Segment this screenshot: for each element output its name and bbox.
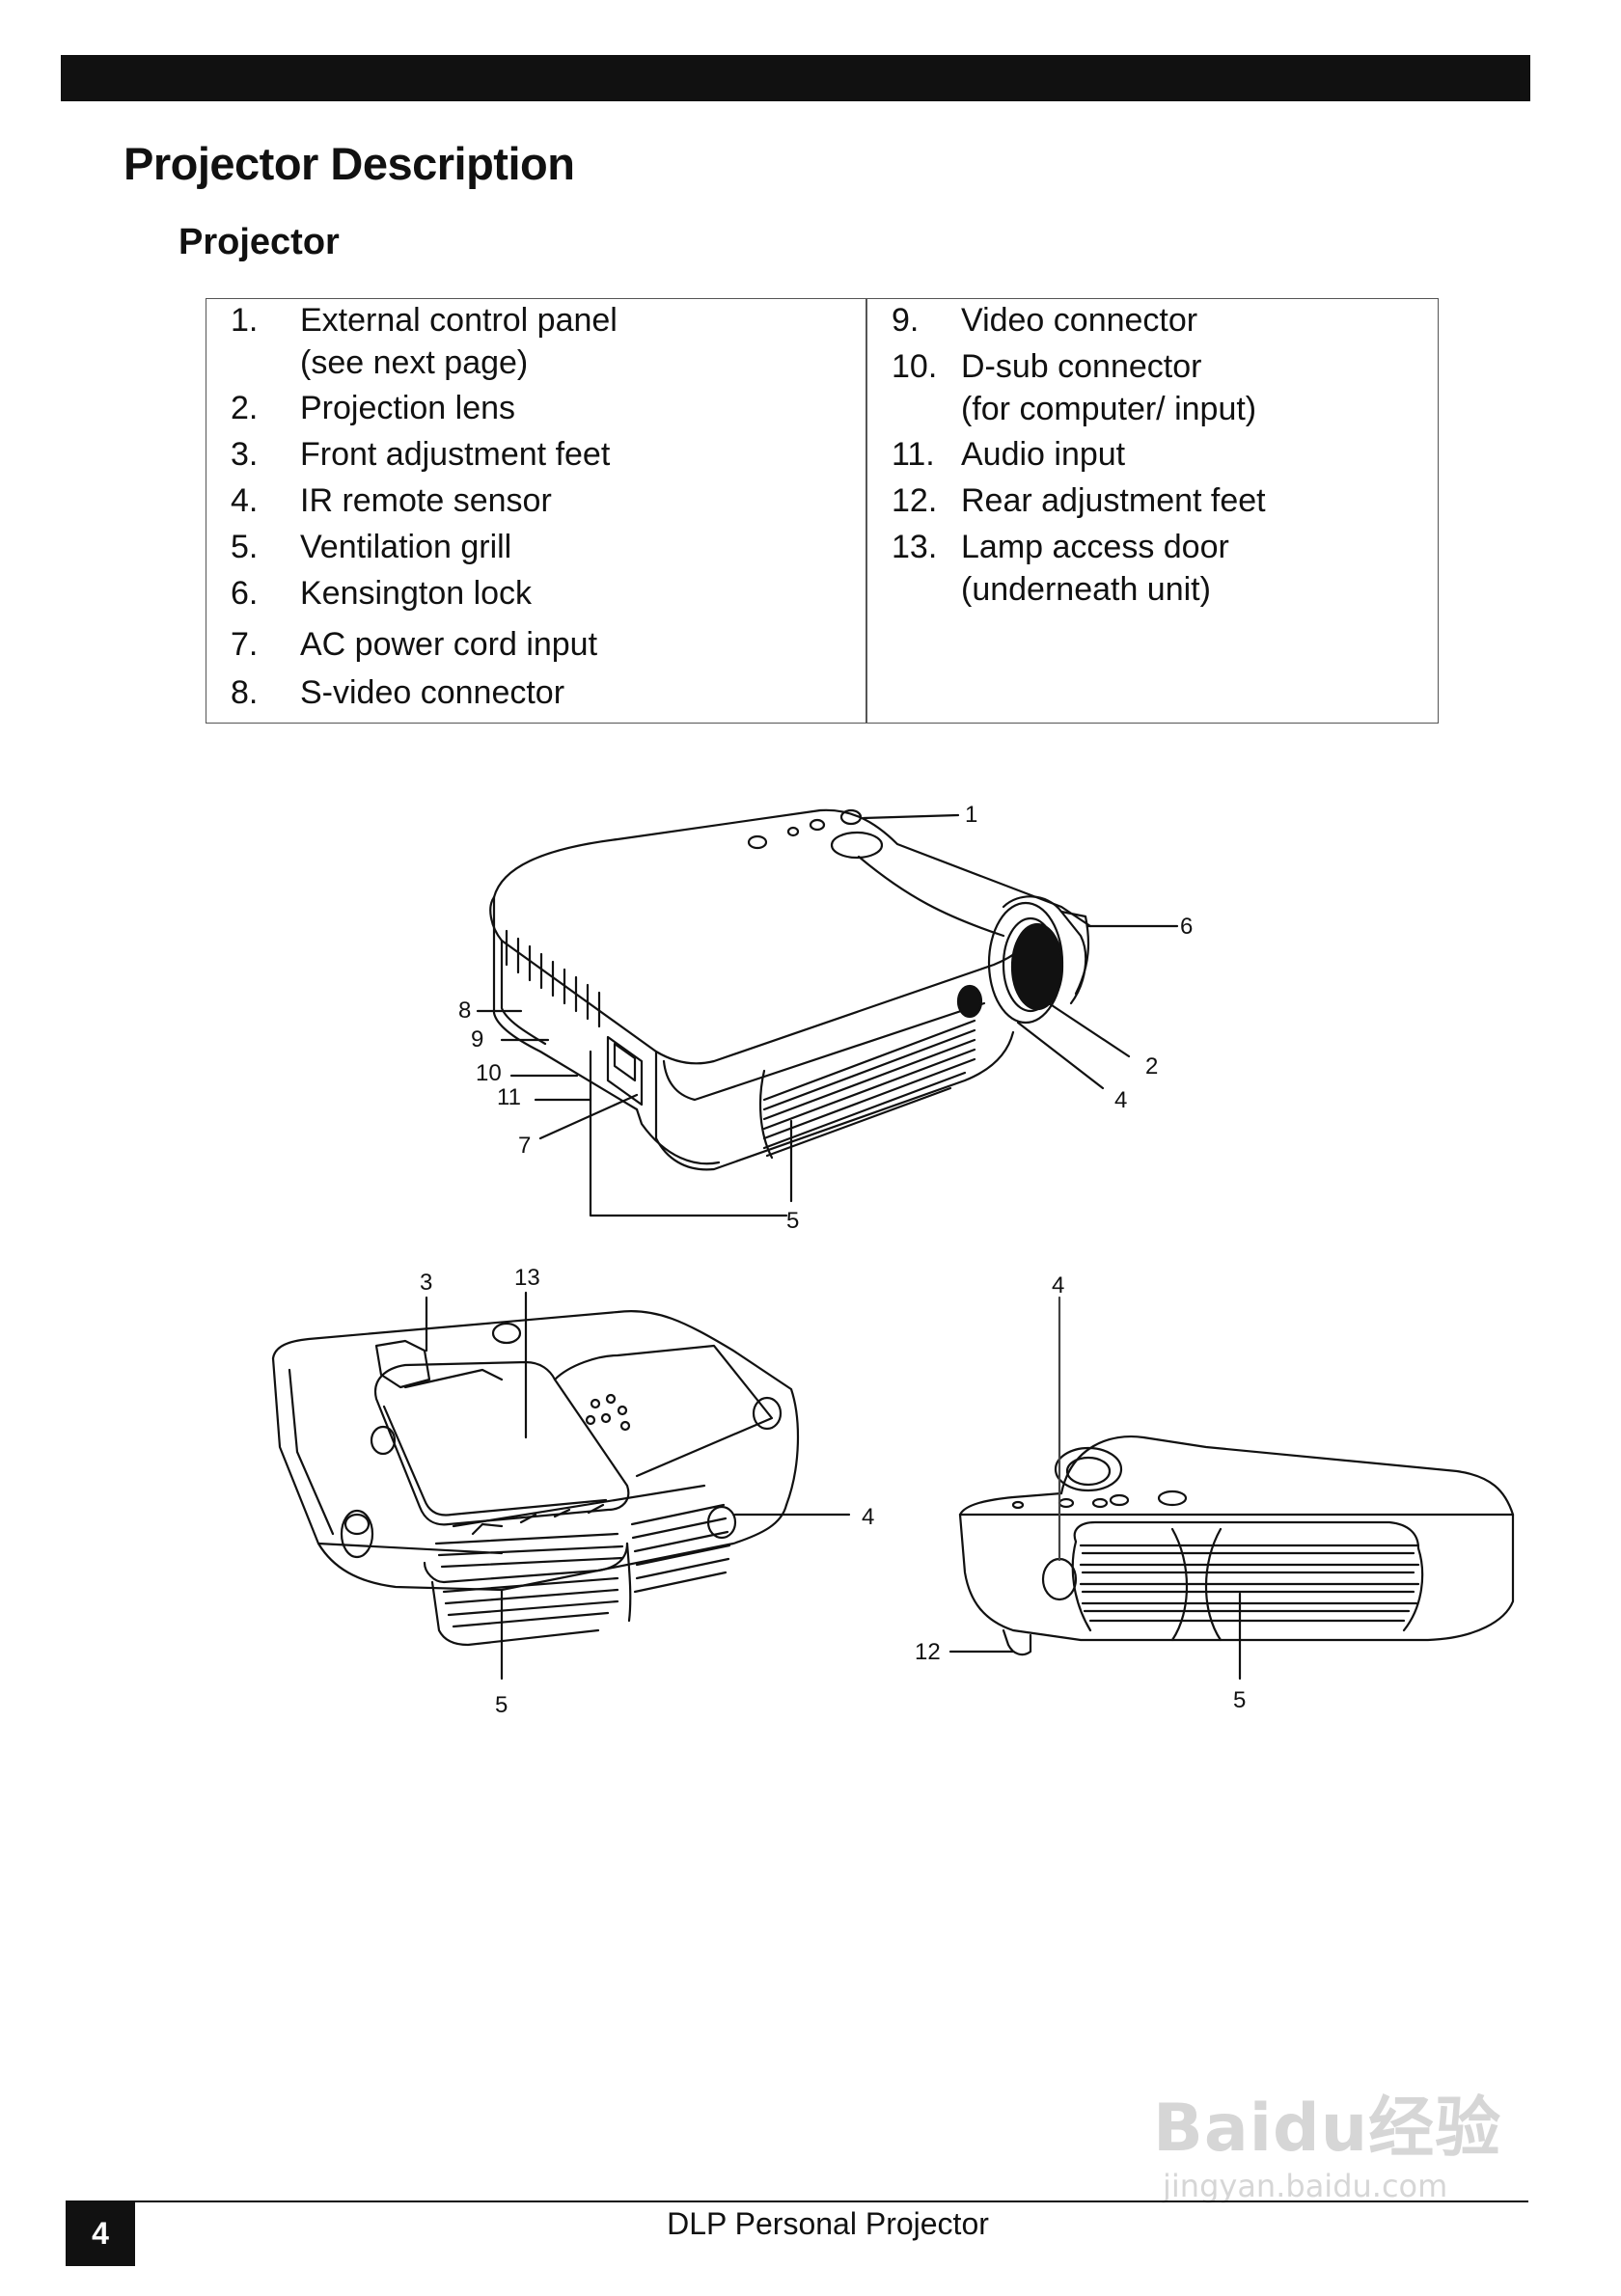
callout-2: 2 bbox=[1145, 1053, 1158, 1080]
page-number: 4 bbox=[66, 2201, 135, 2266]
projector-bottom-view-figure bbox=[271, 1291, 851, 1681]
watermark-url: jingyan.baidu.com bbox=[1163, 2168, 1448, 2204]
section-title: Projector bbox=[179, 222, 340, 262]
callout-11: 11 bbox=[497, 1084, 521, 1110]
callout-8: 8 bbox=[458, 998, 471, 1024]
page-title: Projector Description bbox=[124, 138, 575, 189]
callout-1: 1 bbox=[965, 802, 977, 828]
callout-10: 10 bbox=[476, 1060, 502, 1086]
callout-4: 4 bbox=[1114, 1087, 1127, 1113]
header-bar bbox=[61, 55, 1530, 101]
callout-6: 6 bbox=[1180, 914, 1193, 940]
callout-13: 13 bbox=[514, 1265, 540, 1291]
callout-12: 12 bbox=[915, 1639, 941, 1665]
footer-rule bbox=[66, 2200, 1528, 2202]
callout-labels: 1 6 8 9 10 11 7 2 4 5 3 13 4 5 4 12 5 bbox=[420, 802, 1246, 1718]
footer-title: DLP Personal Projector bbox=[667, 2206, 989, 2241]
watermark-logo: Baidu经验 bbox=[1153, 2091, 1502, 2167]
callout-5: 5 bbox=[786, 1208, 799, 1234]
callout-3: 3 bbox=[420, 1270, 432, 1296]
callout-9: 9 bbox=[471, 1026, 483, 1052]
parts-legend-table: 1. External control panel(see next page)… bbox=[206, 298, 1439, 724]
callout-7: 7 bbox=[518, 1133, 531, 1159]
callout-5: 5 bbox=[495, 1692, 508, 1718]
callout-4: 4 bbox=[1052, 1272, 1064, 1298]
projector-side-view-figure bbox=[948, 1296, 1515, 1681]
callout-4: 4 bbox=[862, 1504, 874, 1530]
table-divider bbox=[865, 299, 867, 723]
projector-front-view-figure bbox=[476, 808, 1179, 1217]
callout-5: 5 bbox=[1233, 1687, 1246, 1713]
